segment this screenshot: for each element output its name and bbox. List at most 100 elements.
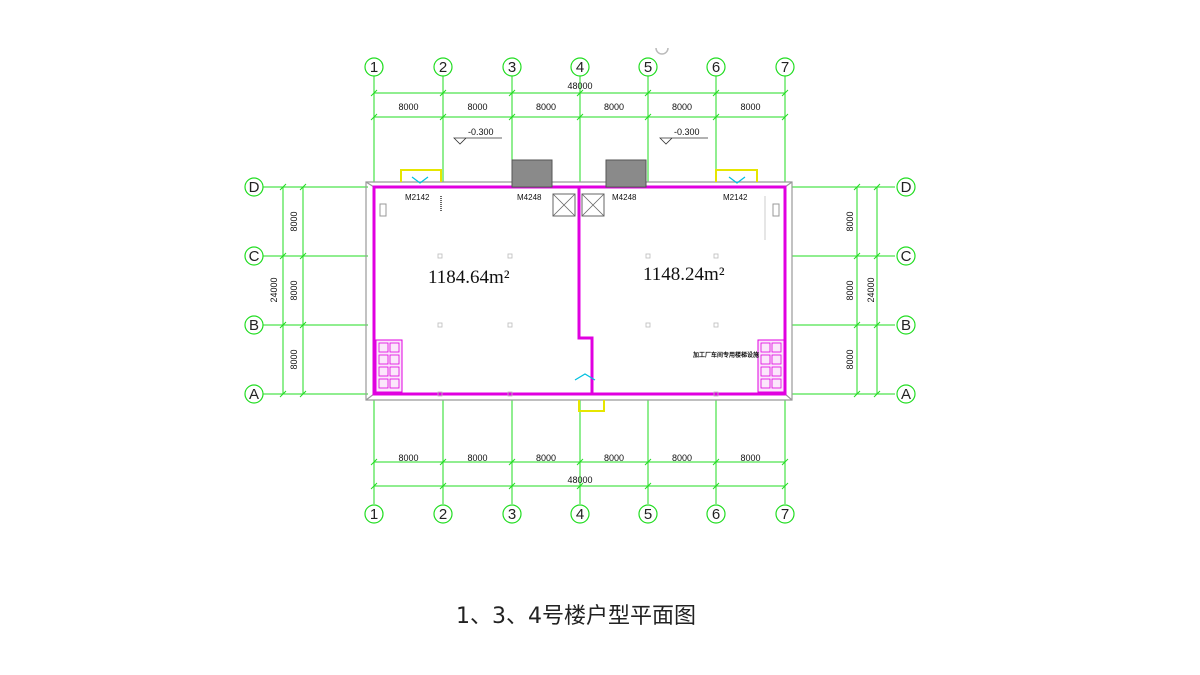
wall-outline <box>372 185 787 396</box>
column-marker <box>713 322 719 328</box>
axis-bubble-bottom: 2 <box>439 506 447 523</box>
dim-tick <box>853 390 861 398</box>
axis-bubble-top: 4 <box>576 59 584 76</box>
axis-bubble-bottom: 7 <box>781 506 789 523</box>
dim-total-top: 48000 <box>567 81 592 91</box>
dim-tick <box>853 321 861 329</box>
dim-total-right: 24000 <box>866 277 876 302</box>
column-marker <box>437 391 443 397</box>
elevator-cross <box>581 193 605 217</box>
partition-wall <box>577 187 594 394</box>
outer-wall <box>365 181 793 401</box>
dim-tick <box>508 458 516 466</box>
toilet-fixture <box>378 366 389 377</box>
toilet-fixture <box>389 378 400 389</box>
toilet-fixture <box>760 342 771 353</box>
column-marker <box>437 322 443 328</box>
axis-bubble-top: 1 <box>370 59 378 76</box>
dim-tick <box>576 482 584 490</box>
dim-label-bottom: 8000 <box>672 453 692 463</box>
axis-bubble-bottom-circle <box>638 504 658 524</box>
door-label: M2142 <box>405 193 430 202</box>
toilet-fixture <box>378 342 389 353</box>
axis-bubble-left-circle <box>244 315 264 335</box>
dim-tick <box>853 252 861 260</box>
fixture <box>379 203 387 217</box>
toilet-fixture <box>760 354 771 365</box>
dim-tick <box>299 183 307 191</box>
dim-tick <box>279 321 287 329</box>
column-marker <box>645 322 651 328</box>
toilet-fixture <box>378 354 389 365</box>
canopy-left <box>511 159 553 188</box>
axis-bubble-top-circle <box>638 57 658 77</box>
dim-total-bottom: 48000 <box>567 475 592 485</box>
dim-tick <box>576 458 584 466</box>
column-marker <box>507 322 513 328</box>
dim-label-left: 8000 <box>289 349 299 369</box>
column-marker <box>507 253 513 259</box>
elevation-marker <box>453 137 502 145</box>
axis-bubble-top-circle <box>364 57 384 77</box>
dim-tick <box>781 89 789 97</box>
elevator-cross <box>552 193 576 217</box>
door-label: M2142 <box>723 193 748 202</box>
toilet-fixture <box>378 378 389 389</box>
dim-tick <box>370 113 378 121</box>
axis-bubble-top-circle <box>775 57 795 77</box>
door-label: M4248 <box>612 193 637 202</box>
toilet-fixture <box>389 342 400 353</box>
toilet-fixture <box>389 354 400 365</box>
axis-bubble-bottom-circle <box>775 504 795 524</box>
dim-tick <box>712 113 720 121</box>
dim-label-top: 8000 <box>740 102 760 112</box>
elevation-label: -0.300 <box>468 127 494 137</box>
dim-label-bottom: 8000 <box>740 453 760 463</box>
axis-bubble-top: 7 <box>781 59 789 76</box>
toilet-fixture <box>389 366 400 377</box>
axis-bubble-top-circle <box>433 57 453 77</box>
fixtures <box>375 47 785 412</box>
note-label: 加工厂车间专用楼梯设施 <box>692 351 759 359</box>
door-label: M4248 <box>517 193 542 202</box>
toilet-fixture <box>771 354 782 365</box>
axis-bubble-top: 5 <box>644 59 652 76</box>
axis-bubble-right-circle <box>896 315 916 335</box>
axis-bubble-bottom: 4 <box>576 506 584 523</box>
elevation-label: -0.300 <box>674 127 700 137</box>
axis-bubble-left-circle <box>244 246 264 266</box>
dim-label-bottom: 8000 <box>604 453 624 463</box>
axis-bubble-right-circle <box>896 177 916 197</box>
elevator-shaft <box>581 193 605 217</box>
door-swing <box>728 176 746 184</box>
column-marker <box>713 391 719 397</box>
dim-tick <box>279 183 287 191</box>
dim-tick <box>712 458 720 466</box>
dim-tick <box>644 89 652 97</box>
dim-tick <box>508 113 516 121</box>
toilet-fixture <box>771 342 782 353</box>
dim-tick <box>781 458 789 466</box>
fixture <box>772 203 780 217</box>
axis-bubble-left: C <box>249 248 260 265</box>
axis-bubble-bottom-circle <box>706 504 726 524</box>
dim-tick <box>712 482 720 490</box>
building-outline <box>365 181 793 401</box>
column-marker <box>437 253 443 259</box>
dim-tick <box>508 89 516 97</box>
dim-tick <box>576 113 584 121</box>
axis-bubble-right: B <box>901 317 911 334</box>
dim-total-left: 24000 <box>269 277 279 302</box>
toilet-fixture <box>760 378 771 389</box>
axis-bubble-left: A <box>249 386 259 403</box>
axis-bubble-right-circle <box>896 246 916 266</box>
dim-tick <box>439 458 447 466</box>
axis-bubble-bottom: 3 <box>508 506 516 523</box>
dim-label-bottom: 8000 <box>467 453 487 463</box>
dim-label-right: 8000 <box>845 211 855 231</box>
toilet-fixture <box>760 366 771 377</box>
axis-bubble-right: D <box>901 179 912 196</box>
dim-tick <box>781 482 789 490</box>
